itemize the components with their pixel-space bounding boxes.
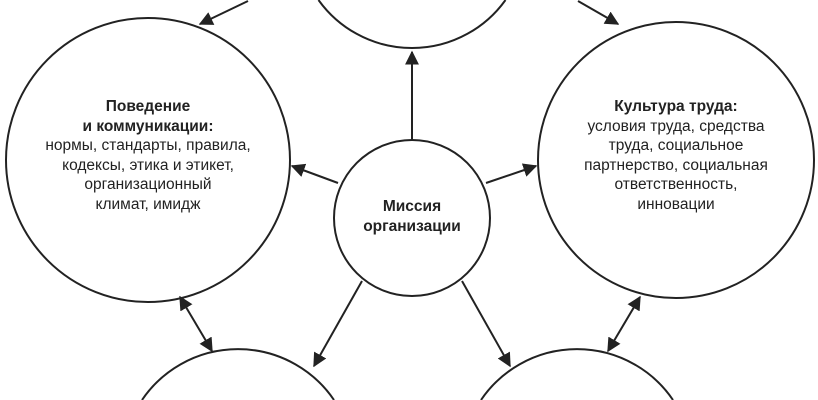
- arrow-center-to-bottom-left: [313, 280, 363, 368]
- right-node-line: партнерство, социальная: [584, 156, 768, 174]
- left-node-text: Поведение и коммуникации: нормы, стандар…: [0, 97, 296, 214]
- left-node-line: организационный: [84, 176, 212, 193]
- arrow-left-bottom-left: [179, 295, 213, 353]
- center-node-title-2: организации: [363, 217, 461, 235]
- node-bottom-right: [480, 348, 674, 400]
- node-right: [537, 21, 815, 299]
- node-bottom-left: [141, 348, 335, 400]
- left-node-title-1: Поведение: [105, 98, 191, 115]
- right-node-line: инновации: [637, 195, 715, 213]
- arrow-top-to-left: [198, 0, 249, 25]
- arrow-right-bottom-right: [607, 295, 641, 353]
- center-node-title-1: Миссия: [382, 198, 442, 215]
- arrow-top-to-right: [577, 0, 620, 25]
- arrow-center-to-left: [290, 163, 339, 184]
- right-node-line: условия труда, средства: [587, 117, 765, 135]
- left-node-line: нормы, стандарты, правила,: [45, 137, 251, 154]
- node-left: [5, 17, 291, 303]
- right-node-line: ответственность,: [614, 176, 738, 193]
- node-top: [317, 0, 507, 49]
- left-node-title-2: и коммуникации:: [82, 117, 214, 135]
- right-node-title: Культура труда:: [614, 98, 738, 115]
- center-node-text: Миссия организации: [334, 197, 490, 236]
- left-node-line: кодексы, этика и этикет,: [62, 156, 234, 174]
- arrow-center-to-bottom-right: [461, 280, 511, 368]
- right-node-text: Культура труда: условия труда, средства …: [540, 97, 812, 214]
- left-node-line: климат, имидж: [95, 195, 201, 213]
- arrow-center-to-right: [485, 163, 538, 184]
- right-node-line: труда, социальное: [608, 137, 744, 154]
